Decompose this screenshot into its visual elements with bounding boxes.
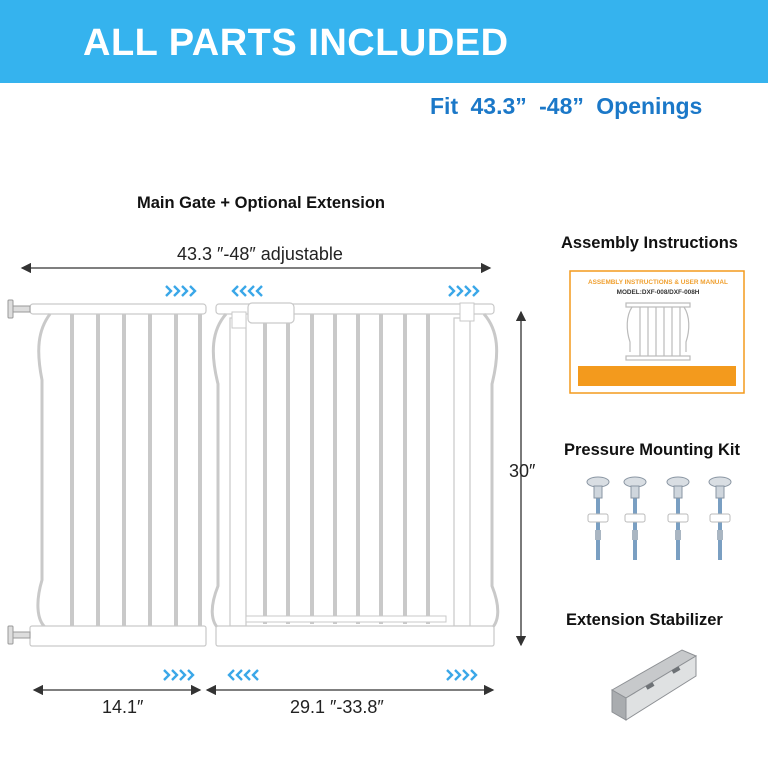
chevron-right-icon	[165, 285, 197, 297]
mounting-kit-icon	[586, 476, 732, 560]
extension-width-label: 14.1″	[102, 697, 144, 717]
extension-panel	[29, 303, 207, 647]
chevron-left-icon	[227, 669, 259, 681]
assembly-instructions-label: Assembly Instructions	[561, 234, 738, 252]
mounting-kit-label: Pressure Mounting Kit	[564, 441, 741, 459]
main-gate	[210, 302, 500, 647]
mount-bolt-icon	[586, 476, 610, 560]
mount-bolt-icon	[623, 476, 647, 560]
main-width-label: 29.1 ″-33.8″	[290, 697, 384, 717]
fit-openings-text: Fit 43.3” -48” Openings	[430, 93, 703, 119]
chevron-right-icon	[448, 285, 480, 297]
banner-title: ALL PARTS INCLUDED	[83, 22, 509, 64]
chevron-right-icon	[163, 669, 195, 681]
chevron-left-icon	[231, 285, 263, 297]
mount-bolt-icon	[666, 476, 690, 560]
manual-model: MODEL:DXF-008/DXF-008H	[616, 289, 700, 296]
mount-bolt-icon	[708, 476, 732, 560]
header-banner: ALL PARTS INCLUDED	[0, 0, 768, 83]
stabilizer-label: Extension Stabilizer	[566, 611, 723, 629]
manual-icon	[569, 270, 745, 394]
chevron-right-icon	[446, 669, 478, 681]
gate-title: Main Gate + Optional Extension	[137, 194, 385, 212]
mount-bolt-icon	[7, 299, 31, 645]
width-label: 43.3 ″-48″ adjustable	[177, 244, 343, 264]
stabilizer-icon	[610, 649, 698, 721]
manual-title: ASSEMBLY INSTRUCTIONS & USER MANUAL	[588, 279, 728, 286]
